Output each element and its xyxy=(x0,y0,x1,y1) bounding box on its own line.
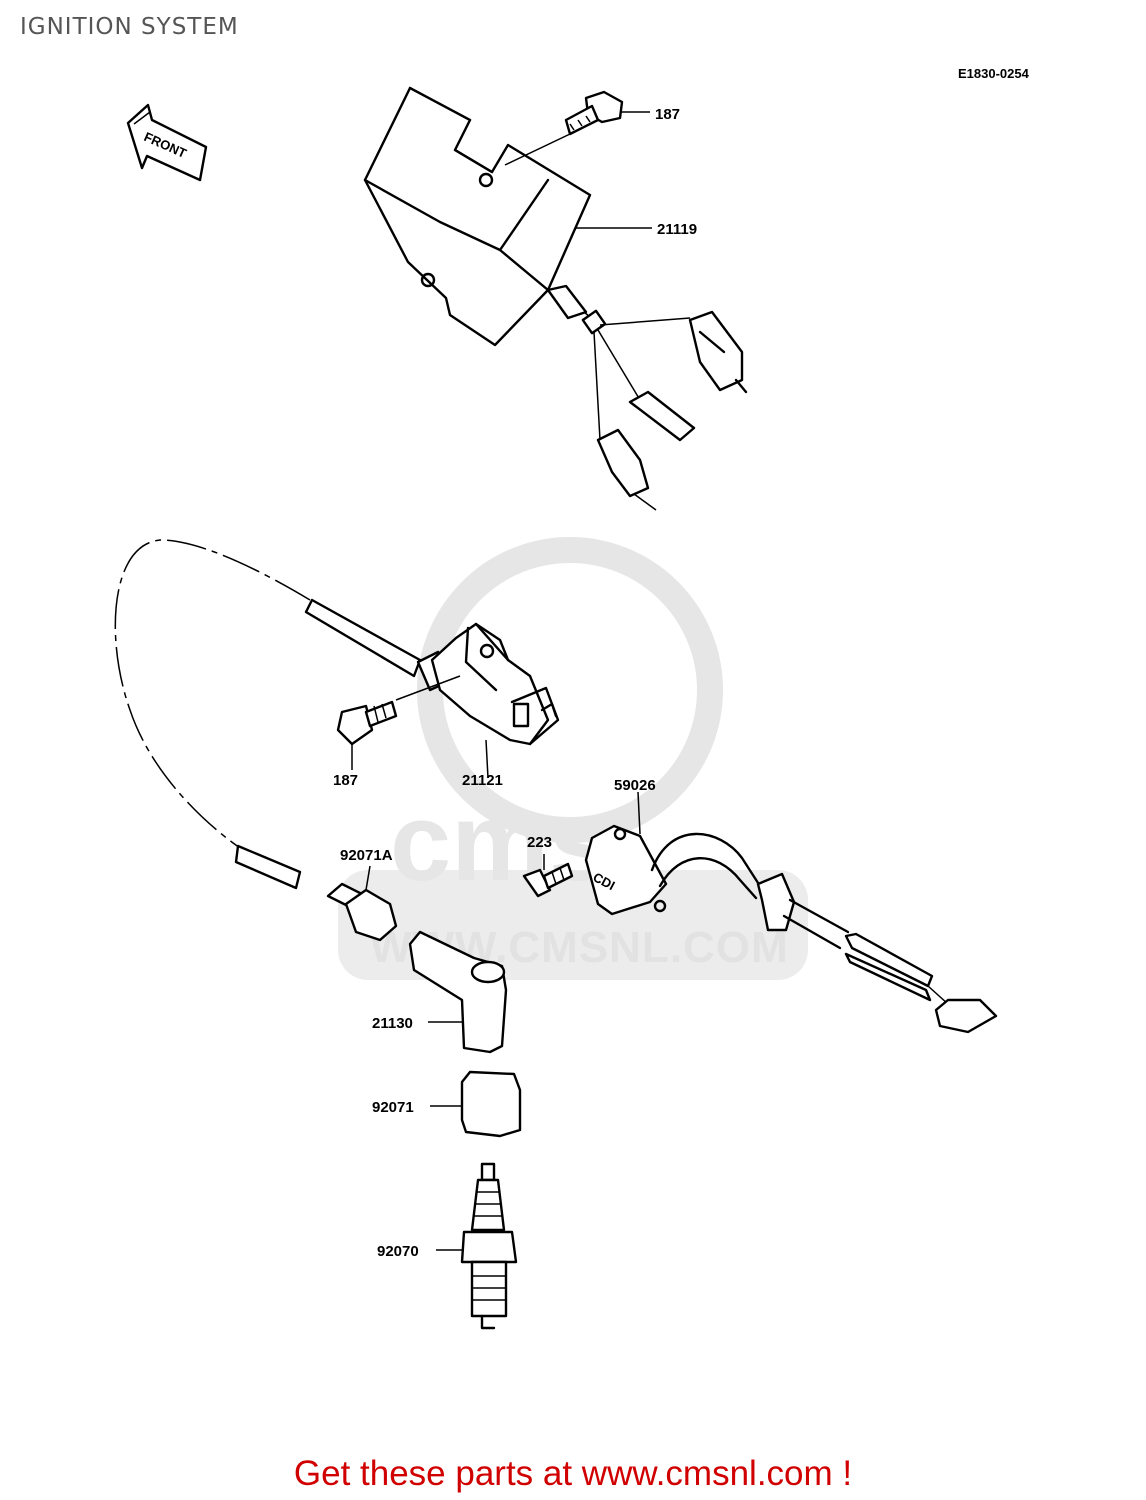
cap xyxy=(430,1070,522,1138)
part-label-bolt-mid: 187 xyxy=(333,772,358,789)
part-label-plug-cap: 21130 xyxy=(372,1015,413,1032)
ignition-coil xyxy=(416,622,560,779)
watermark-logo: cms xyxy=(390,781,610,904)
part-label-spark-plug: 92070 xyxy=(377,1243,419,1260)
pickup-coil: CDI xyxy=(584,791,998,1034)
ignition-diagram: cms WWW.CMSNL.COM FRONT xyxy=(114,86,998,1330)
plug-cap xyxy=(408,930,508,1054)
part-label-cdi-unit: 21119 xyxy=(657,221,697,238)
bolt-top xyxy=(504,90,624,166)
part-label-pickup-coil: 59026 xyxy=(614,777,656,794)
diagram-code: E1830-0254 xyxy=(958,66,1029,81)
spark-plug xyxy=(436,1162,518,1330)
part-label-cap: 92071 xyxy=(372,1099,414,1116)
cdi-unit xyxy=(363,86,748,511)
ht-lead xyxy=(114,539,422,890)
footer-link-text[interactable]: Get these parts at www.cmsnl.com ! xyxy=(293,1454,853,1493)
part-label-bolt-top: 187 xyxy=(655,106,680,123)
bolt-mid xyxy=(336,675,461,770)
watermark: cms WWW.CMSNL.COM xyxy=(338,537,808,980)
part-label-ignition-coil: 21121 xyxy=(462,772,503,789)
screw xyxy=(522,854,574,898)
cap-a xyxy=(326,865,398,942)
part-label-screw: 223 xyxy=(527,834,552,851)
page-title: IGNITION SYSTEM xyxy=(20,14,239,40)
front-arrow-icon: FRONT xyxy=(126,103,208,182)
part-label-cap-a: 92071A xyxy=(340,847,393,864)
